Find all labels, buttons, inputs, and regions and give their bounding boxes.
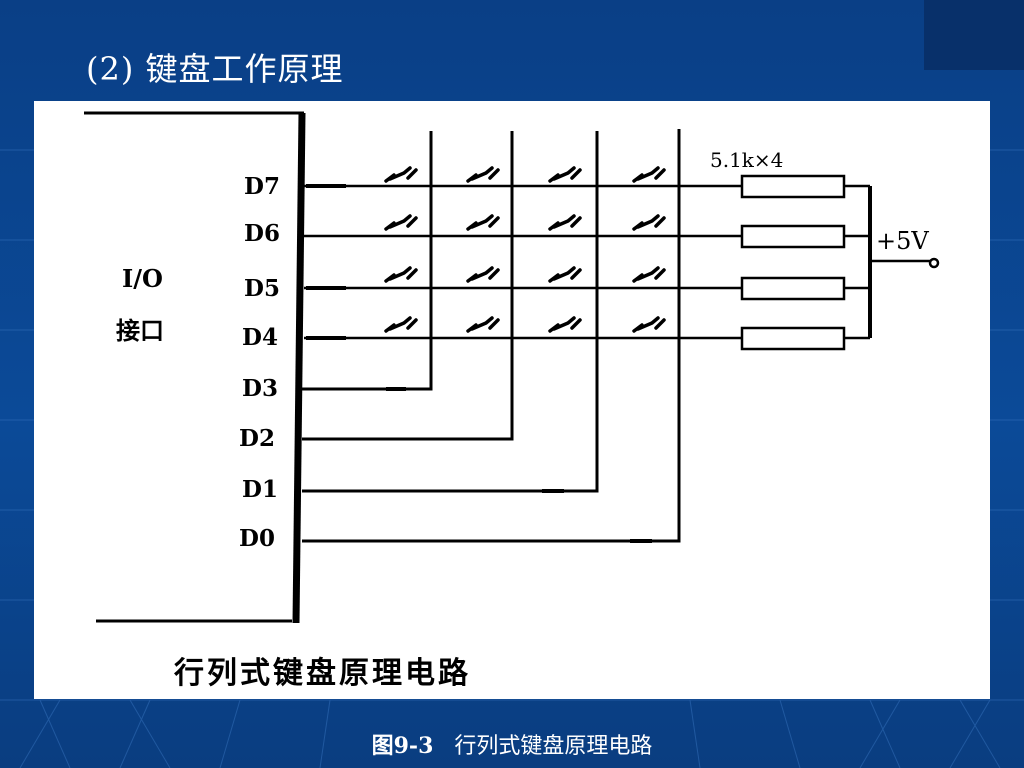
key-switch-r1c2 — [548, 214, 582, 231]
resistor-1 — [740, 174, 846, 199]
pin-label-d5: D5 — [244, 275, 280, 302]
row-line-stubs — [306, 184, 346, 340]
key-switch-r3c2 — [548, 316, 582, 333]
circuit-figure: I/O 接口 D7 D6 D5 D4 D3 D2 D1 D0 — [34, 101, 990, 699]
pull-up-resistors — [740, 174, 846, 351]
key-switch-r2c1 — [466, 266, 500, 283]
io-interface-box — [84, 111, 306, 624]
key-switch-r2c2 — [548, 266, 582, 283]
pin-label-d6: D6 — [244, 220, 280, 247]
key-switches — [384, 166, 666, 333]
key-switch-r3c3 — [632, 316, 666, 333]
key-switch-r0c1 — [466, 166, 500, 183]
pin-label-d3: D3 — [242, 375, 278, 402]
row-lines — [304, 184, 742, 340]
column-stubs — [386, 387, 652, 543]
resistor-leads — [844, 184, 932, 340]
key-switch-r0c3 — [632, 166, 666, 183]
column-lines — [302, 129, 681, 543]
pin-label-d4: D4 — [242, 324, 278, 351]
pin-label-d2: D2 — [239, 425, 275, 452]
pin-label-d7: D7 — [244, 173, 280, 200]
resistor-3 — [740, 276, 846, 301]
key-switch-r1c0 — [384, 214, 418, 231]
key-switch-r0c0 — [384, 166, 418, 183]
caption-text: 行列式键盘原理电路 — [454, 734, 653, 759]
key-switch-r1c1 — [466, 214, 500, 231]
keyboard-matrix-circuit: I/O 接口 D7 D6 D5 D4 D3 D2 D1 D0 — [84, 111, 940, 691]
key-switch-r1c3 — [632, 214, 666, 231]
io-label: I/O — [122, 264, 163, 293]
figure-caption: 图9-3 行列式键盘原理电路 — [0, 728, 1024, 760]
supply-terminal — [928, 257, 940, 269]
key-switch-r2c0 — [384, 266, 418, 283]
resistor-2 — [740, 224, 846, 249]
resistor-4 — [740, 326, 846, 351]
key-switch-r0c2 — [548, 166, 582, 183]
supply-label: +5V — [876, 227, 929, 255]
key-switch-r3c1 — [466, 316, 500, 333]
pin-label-d0: D0 — [239, 525, 275, 552]
corner-block — [924, 0, 1024, 70]
key-switch-r3c0 — [384, 316, 418, 333]
caption-label: 图9-3 — [371, 733, 434, 759]
resistor-label: 5.1k×4 — [710, 148, 783, 172]
slide-title: (2) 键盘工作原理 — [86, 50, 344, 88]
pin-label-d1: D1 — [242, 476, 278, 503]
figure-title: 行列式键盘原理电路 — [173, 656, 471, 691]
interface-label: 接口 — [116, 316, 164, 345]
key-switch-r2c3 — [632, 266, 666, 283]
